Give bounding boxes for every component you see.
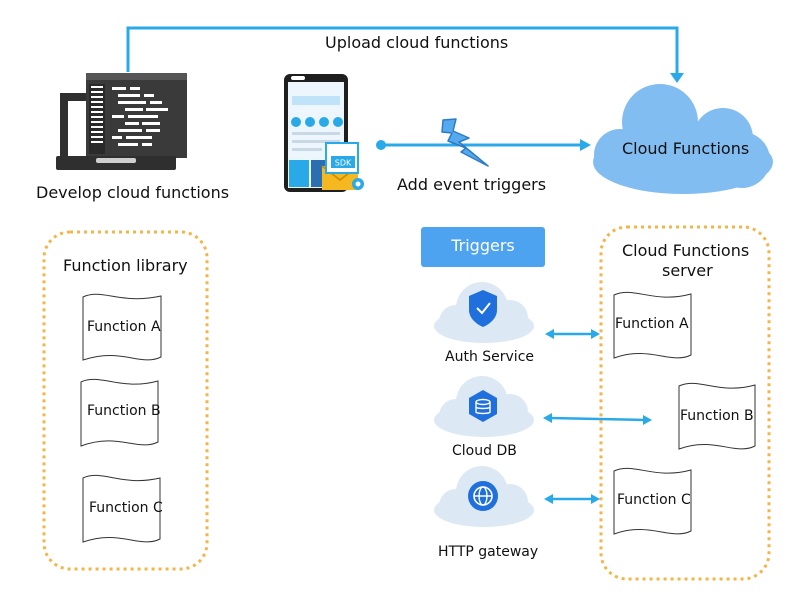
- library-document-a: [82, 293, 162, 361]
- auth-service-label: Auth Service: [445, 349, 535, 365]
- library-function-a-label: Function A: [87, 319, 161, 335]
- http-gateway-cloud: [434, 466, 534, 527]
- globe-icon: [468, 481, 498, 511]
- server-title-line1: Cloud Functions: [622, 241, 750, 260]
- library-function-b-label: Function B: [87, 403, 161, 419]
- upload-arrow: [126, 26, 684, 83]
- server-function-c-label: Function C: [617, 492, 691, 508]
- server-function-b-label: Function B: [680, 408, 754, 424]
- database-icon: [469, 390, 497, 422]
- function-library-container: [42, 230, 209, 571]
- cloud-db-label: Cloud DB: [452, 443, 517, 459]
- library-document-b: [80, 378, 159, 447]
- upload-label: Upload cloud functions: [325, 33, 509, 52]
- develop-label: Develop cloud functions: [36, 183, 230, 202]
- sdk-icon: SDK: [321, 142, 364, 190]
- cloud-functions-server-container: [599, 225, 771, 581]
- laptop-icon: [56, 73, 187, 170]
- server-document-a: [613, 291, 692, 359]
- sdk-label: SDK: [335, 159, 352, 168]
- cloud-functions-icon: [593, 84, 773, 194]
- server-document-b: [678, 382, 756, 450]
- triggers-header: Triggers: [421, 227, 545, 267]
- function-library-title: Function library: [63, 256, 188, 275]
- server-document-c: [613, 467, 692, 535]
- cloud-db-cloud: [434, 376, 534, 437]
- auth-to-function-a-arrow: [545, 329, 600, 339]
- add-triggers-label: Add event triggers: [397, 175, 547, 194]
- server-title-line2: server: [662, 261, 713, 280]
- http-to-function-c-arrow: [544, 494, 600, 504]
- shield-icon: [469, 290, 497, 327]
- http-gateway-label: HTTP gateway: [438, 544, 539, 560]
- triggers-title: Triggers: [451, 236, 515, 255]
- lightning-icon: [441, 118, 489, 167]
- server-function-a-label: Function A: [615, 316, 689, 332]
- library-function-c-label: Function C: [89, 500, 163, 516]
- library-document-c: [82, 474, 161, 543]
- clouddb-to-function-b-arrow: [543, 413, 652, 425]
- auth-service-cloud: [434, 282, 534, 343]
- event-trigger-arrow: [376, 139, 591, 151]
- cloud-functions-label: Cloud Functions: [622, 139, 750, 158]
